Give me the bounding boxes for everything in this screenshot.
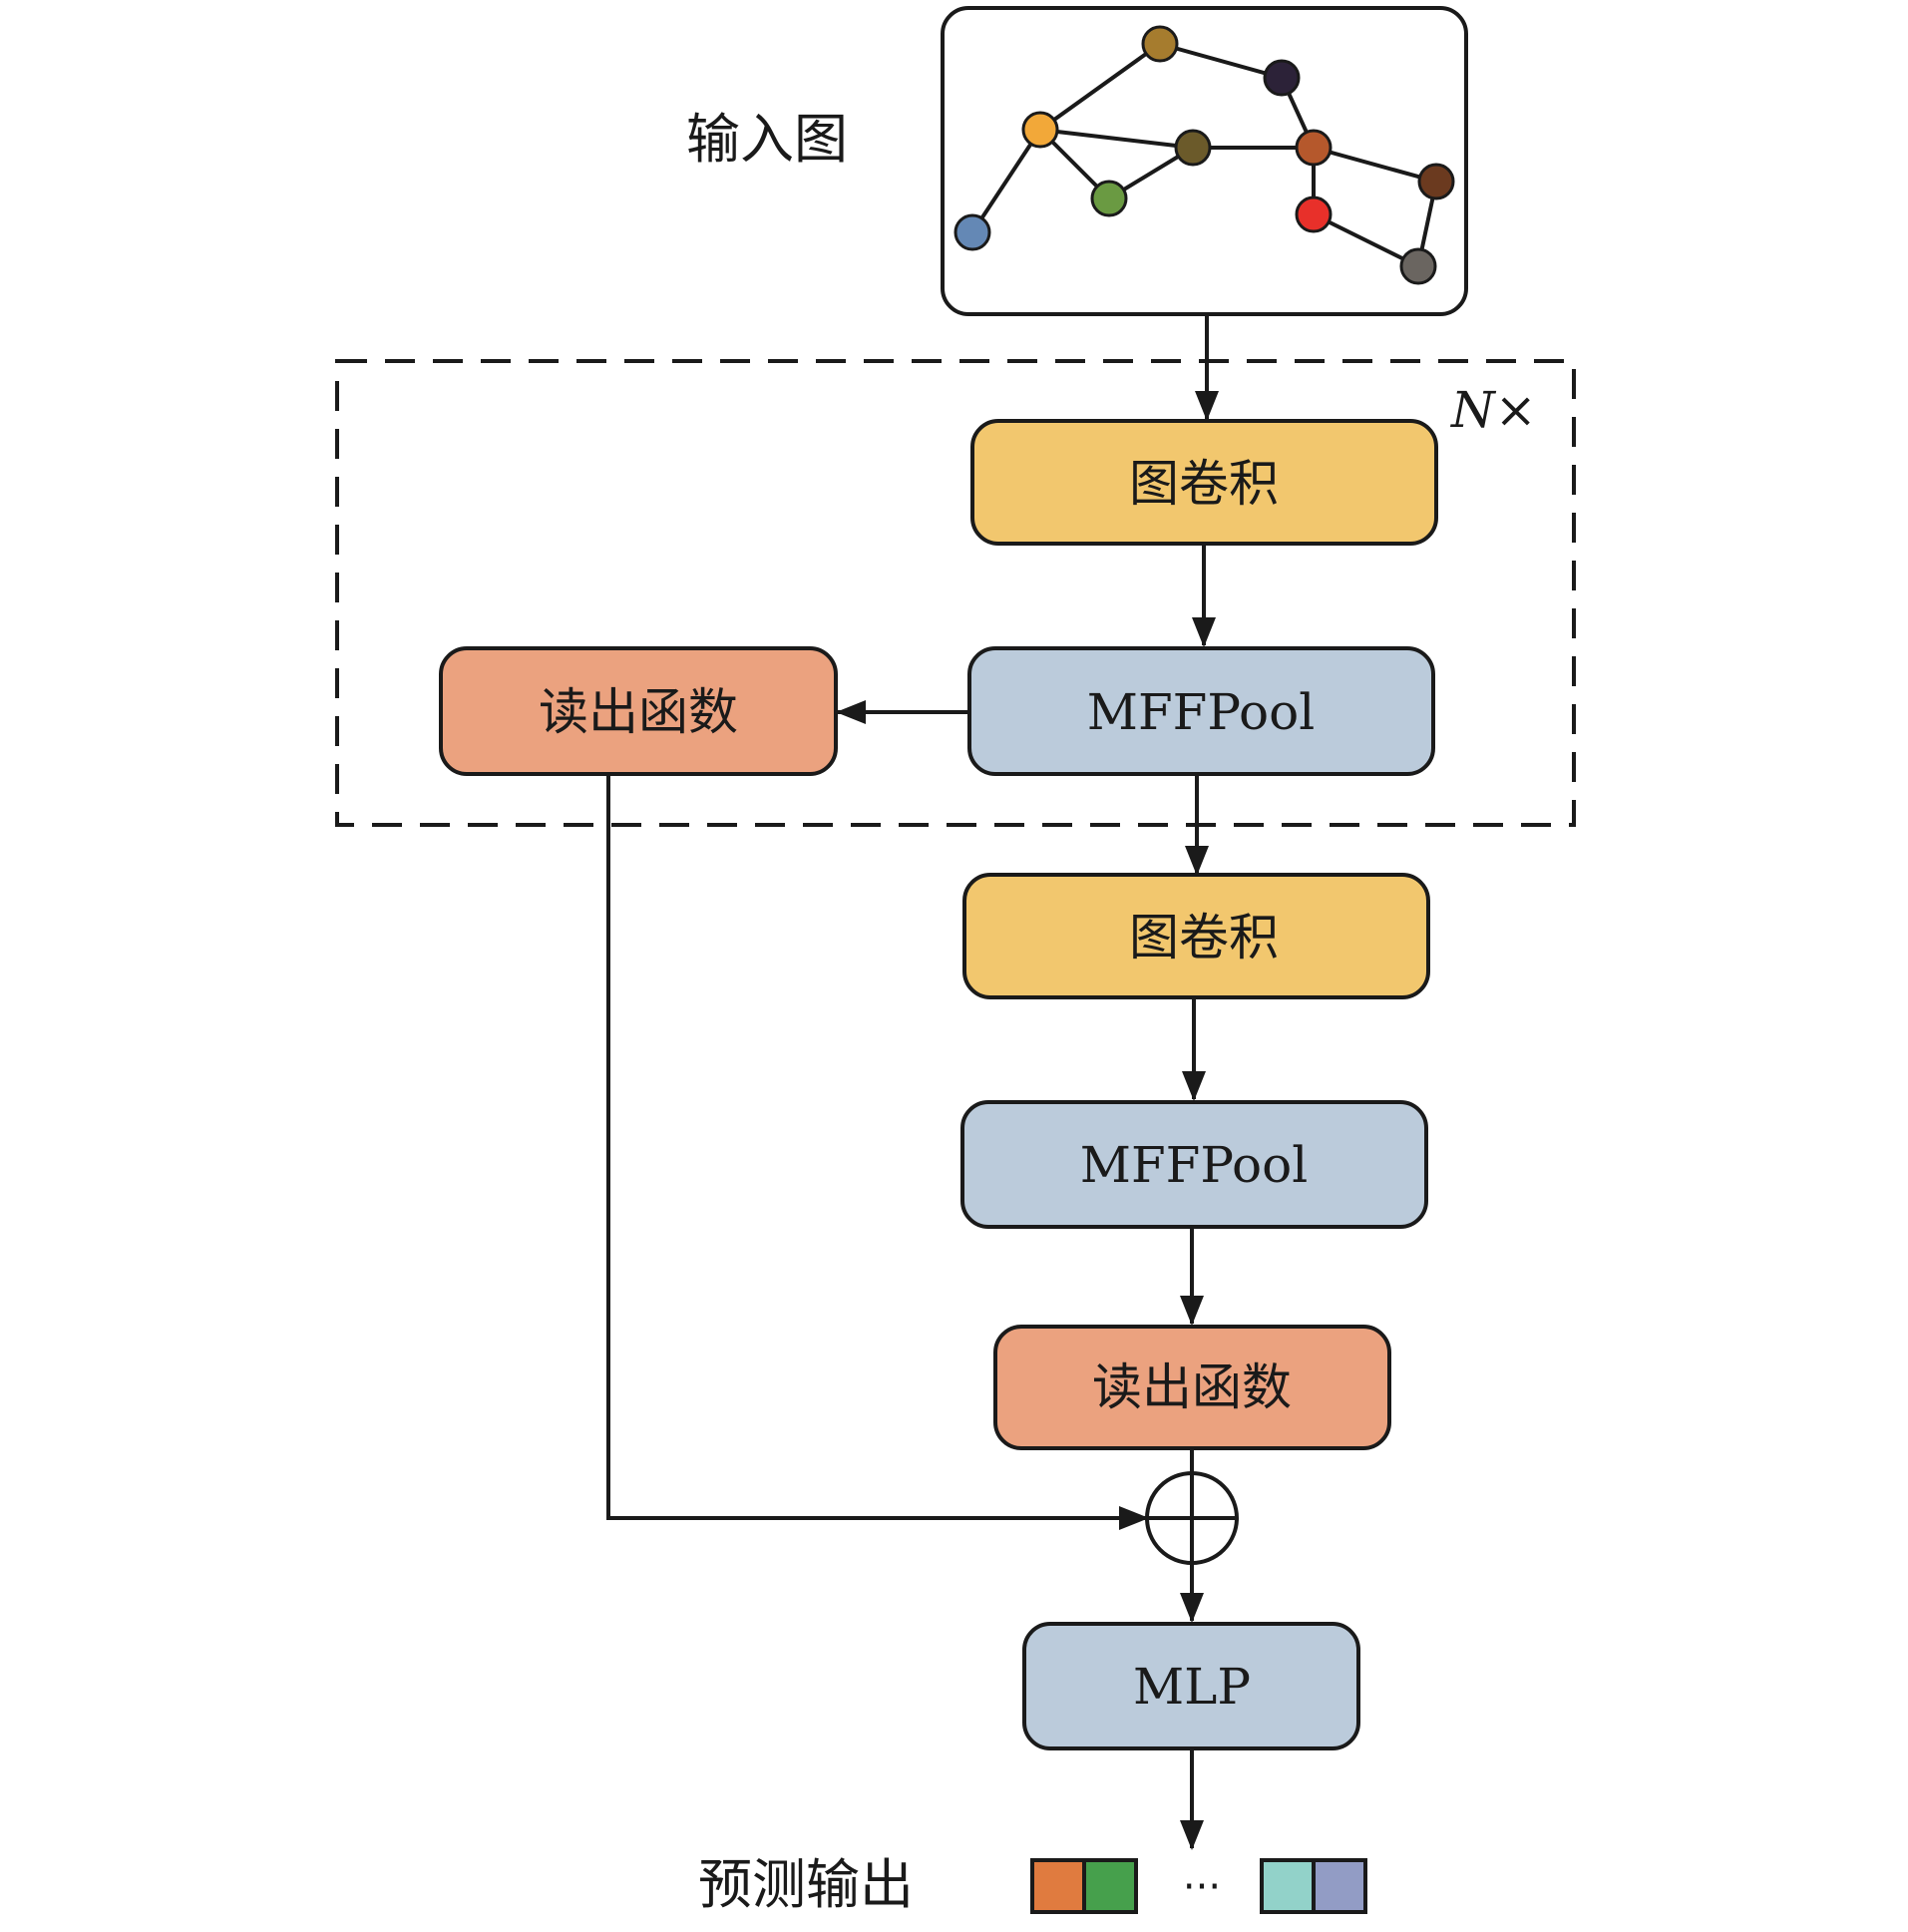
readout-block-1-label: 读出函数	[539, 683, 738, 741]
graph-edge	[1039, 128, 1194, 150]
graph-edge	[1313, 212, 1419, 268]
output-vector-first	[1030, 1858, 1138, 1914]
graph-node	[1141, 25, 1179, 63]
arrow-readout-skip-to-sum	[606, 774, 1149, 1530]
graph-edge	[970, 128, 1042, 234]
graph-node	[1417, 163, 1455, 200]
graph-node	[1021, 111, 1059, 149]
input-graph	[954, 25, 1455, 285]
graph-node	[954, 213, 991, 251]
pool-block-1: MFFPool	[967, 646, 1435, 776]
repeat-count-label: N×	[1450, 381, 1537, 439]
readout-block-1-shape	[439, 646, 838, 776]
output-vector-last	[1260, 1858, 1367, 1914]
graph-edge	[1159, 42, 1283, 80]
pool-block-2-shape	[960, 1100, 1428, 1229]
graph-node	[1295, 195, 1333, 233]
mlp-block-shape	[1022, 1622, 1360, 1750]
repeat-region	[335, 359, 1576, 827]
graph-node	[1295, 129, 1333, 167]
readout-block-2-shape	[993, 1325, 1391, 1450]
readout-block-1: 读出函数	[439, 646, 838, 776]
conv-block-1-shape	[970, 419, 1438, 546]
output-cell	[1082, 1858, 1138, 1914]
mlp-block-label: MLP	[1133, 1658, 1251, 1716]
output-cell	[1260, 1858, 1316, 1914]
pool-block-2: MFFPool	[960, 1100, 1428, 1229]
output-cell	[1312, 1858, 1367, 1914]
output-ellipsis: ···	[1183, 1864, 1221, 1910]
conv-block-2-shape	[962, 873, 1430, 999]
output-label: 预测输出	[698, 1853, 914, 1916]
pool-block-2-label: MFFPool	[1080, 1136, 1308, 1194]
conv-block-1-label: 图卷积	[1129, 455, 1279, 513]
conv-block-1: 图卷积	[970, 419, 1438, 546]
graph-node	[1090, 180, 1128, 217]
output-cell	[1030, 1858, 1086, 1914]
readout-block-2-label: 读出函数	[1092, 1358, 1292, 1416]
mlp-block: MLP	[1022, 1622, 1360, 1750]
graph-node	[1399, 247, 1437, 285]
input-graph-label: 输入图	[686, 108, 848, 171]
graph-edge	[1038, 42, 1162, 132]
conv-block-2: 图卷积	[962, 873, 1430, 999]
conv-block-2-label: 图卷积	[1129, 909, 1279, 966]
pool-block-1-shape	[967, 646, 1435, 776]
readout-block-2: 读出函数	[993, 1325, 1391, 1450]
sum-operator	[1145, 1471, 1239, 1565]
graph-edge	[1313, 146, 1437, 184]
pool-block-1-label: MFFPool	[1087, 683, 1315, 741]
graph-node	[1174, 129, 1212, 167]
graph-node	[1263, 59, 1301, 97]
